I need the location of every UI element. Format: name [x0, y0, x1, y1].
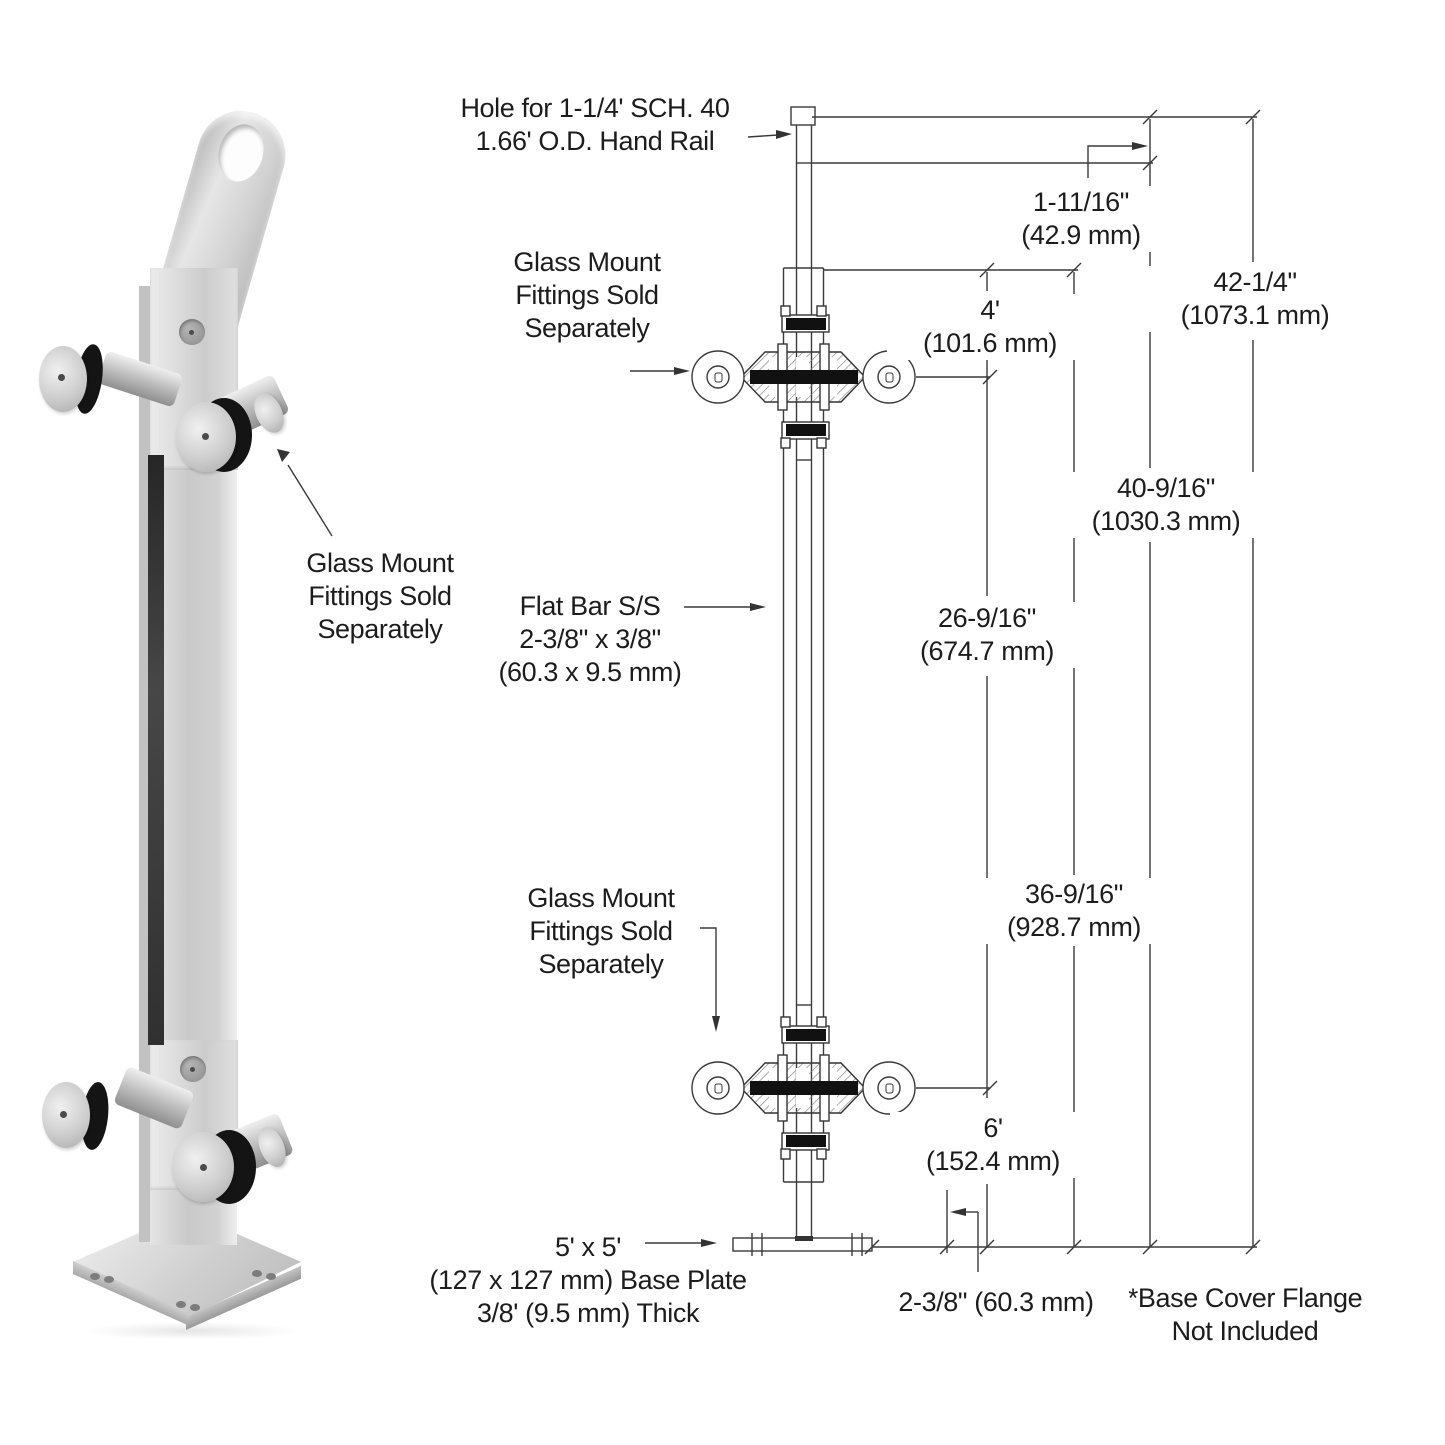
- base-bolt-hole: [176, 1301, 186, 1308]
- dim-flat-bar-height-metric: (928.7 mm): [1006, 912, 1142, 942]
- base-bolt-hole: [190, 1304, 200, 1311]
- dim-flat-bar-height-imperial: 36-9/16": [1025, 879, 1123, 909]
- callout-flat-bar: Flat Bar S/S 2-3/8" x 3/8" (60.3 x 9.5 m…: [460, 590, 720, 689]
- callout-handrail-hole-line1: Hole for 1-1/4' SCH. 40: [460, 93, 730, 123]
- dim-base-edge-offset-imperial: 2-3/8" (60.3 mm): [898, 1287, 1094, 1317]
- dim-flat-bar-height: 36-9/16" (928.7 mm): [961, 878, 1187, 944]
- glass-fitting-upper-back-dot: [58, 374, 65, 381]
- glass-fitting-lower-front-dot: [200, 1164, 207, 1171]
- note-base-cover-flange: *Base Cover Flange Not Included: [1095, 1282, 1395, 1348]
- base-bolt-hole: [252, 1270, 262, 1277]
- dim-bottom-fitting-height-imperial: 6': [983, 1113, 1003, 1143]
- base-plate-side-view: [732, 1233, 873, 1256]
- dim-overall-height-imperial: 42-1/4": [1213, 267, 1297, 297]
- product-post-right-face: [218, 272, 237, 1245]
- glass-fitting-lower-back-dot: [60, 1111, 67, 1118]
- callout-glass-mount-upper: Glass Mount Fittings Sold Separately: [467, 246, 707, 345]
- base-bolt-hole: [90, 1273, 100, 1280]
- dim-top-to-rail-center-imperial: 1-11/16": [1033, 187, 1129, 217]
- callout-handrail-hole-line2: 1.66' O.D. Hand Rail: [475, 126, 715, 156]
- callout-glass-mount-lower-line2: Fittings Sold: [529, 916, 673, 946]
- callout-glass-mount-upper-line2: Fittings Sold: [515, 280, 659, 310]
- screw-hole-lower: [180, 1056, 206, 1082]
- dim-rail-center-height-imperial: 40-9/16": [1117, 473, 1215, 503]
- callout-glass-mount-product-line2: Fittings Sold: [308, 581, 452, 611]
- callout-glass-mount-lower-line1: Glass Mount: [527, 883, 675, 913]
- dimension-lines: [812, 116, 1257, 1272]
- dim-bottom-fitting-height-metric: (152.4 mm): [925, 1146, 1061, 1176]
- callout-glass-mount-lower: Glass Mount Fittings Sold Separately: [481, 882, 721, 981]
- dim-top-to-rail-center: 1-11/16" (42.9 mm): [968, 186, 1194, 252]
- callout-glass-mount-upper-line3: Separately: [524, 313, 650, 343]
- base-bolt-hole: [266, 1273, 276, 1280]
- callout-base-plate-line1: 5' x 5': [554, 1232, 622, 1262]
- callout-glass-mount-upper-line1: Glass Mount: [513, 247, 661, 277]
- callout-handrail-hole: Hole for 1-1/4' SCH. 40 1.66' O.D. Hand …: [425, 92, 765, 158]
- callout-base-plate: 5' x 5' (127 x 127 mm) Base Plate 3/8' (…: [408, 1231, 768, 1330]
- dim-glass-gap-top: 4' (101.6 mm): [887, 294, 1093, 360]
- note-base-cover-flange-line2: Not Included: [1171, 1316, 1319, 1346]
- tick-marks: [864, 109, 1261, 1255]
- dim-fitting-spacing-metric: (674.7 mm): [919, 636, 1055, 666]
- callout-glass-mount-lower-line3: Separately: [538, 949, 664, 979]
- dim-fitting-spacing-imperial: 26-9/16": [938, 603, 1036, 633]
- dim-top-to-rail-center-metric: (42.9 mm): [1021, 220, 1141, 250]
- callout-flat-bar-line3: (60.3 x 9.5 mm): [498, 657, 682, 687]
- dim-rail-center-height: 40-9/16" (1030.3 mm): [1053, 472, 1279, 538]
- screw-hole-upper: [179, 319, 205, 345]
- dim-rail-center-height-metric: (1030.3 mm): [1091, 506, 1241, 536]
- callout-flat-bar-line2: 2-3/8" x 3/8": [519, 624, 661, 654]
- dim-base-edge-offset: 2-3/8" (60.3 mm): [863, 1286, 1129, 1319]
- callout-glass-mount-product-line3: Separately: [317, 614, 443, 644]
- dim-glass-gap-top-imperial: 4': [980, 295, 1000, 325]
- glass-fitting-upper-front-dot: [202, 433, 209, 440]
- dim-overall-height: 42-1/4" (1073.1 mm): [1142, 266, 1368, 332]
- dim-bottom-fitting-height: 6' (152.4 mm): [890, 1112, 1096, 1178]
- dim-glass-gap-top-metric: (101.6 mm): [922, 328, 1058, 358]
- product-photo: [0, 0, 430, 1445]
- callout-base-plate-line3: 3/8' (9.5 mm) Thick: [476, 1298, 700, 1328]
- callout-glass-mount-product-line1: Glass Mount: [306, 548, 454, 578]
- leader-arrows: [277, 130, 1148, 1247]
- callout-flat-bar-line1: Flat Bar S/S: [519, 591, 661, 621]
- callout-base-plate-line2: (127 x 127 mm) Base Plate: [429, 1265, 747, 1295]
- floor-shadow: [82, 1322, 302, 1340]
- callout-glass-mount-product: Glass Mount Fittings Sold Separately: [260, 547, 500, 646]
- note-base-cover-flange-line1: *Base Cover Flange: [1127, 1283, 1363, 1313]
- dim-overall-height-metric: (1073.1 mm): [1180, 300, 1330, 330]
- product-post-slot: [148, 455, 164, 1045]
- dim-fitting-spacing: 26-9/16" (674.7 mm): [874, 602, 1100, 668]
- base-bolt-hole: [104, 1276, 114, 1283]
